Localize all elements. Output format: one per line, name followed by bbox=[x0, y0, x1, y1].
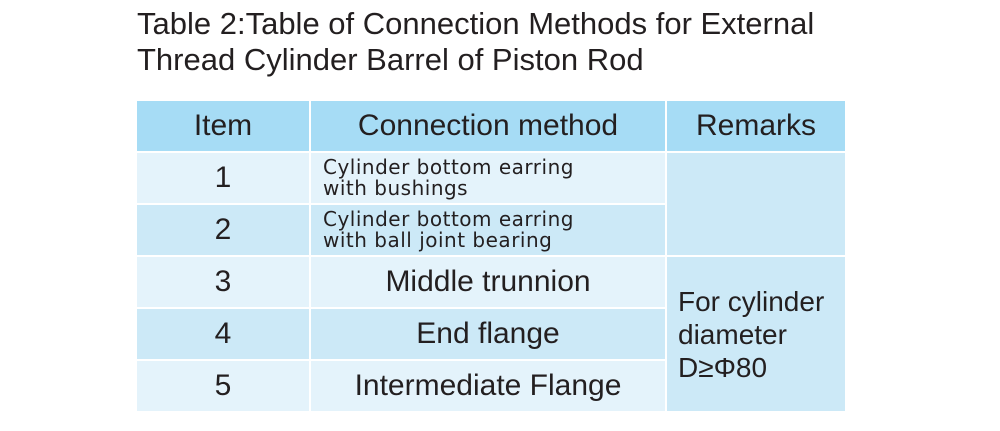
connection-method-cell: End flange bbox=[311, 309, 665, 359]
item-number: 3 bbox=[137, 257, 309, 307]
table-row: 3 Middle trunnion For cylinder diameter … bbox=[137, 257, 845, 411]
connection-method-cell: Intermediate Flange bbox=[311, 361, 665, 411]
header-connection-method: Connection method bbox=[311, 101, 665, 151]
connection-method-cell: Cylinder bottom earring with ball joint … bbox=[311, 205, 665, 255]
remarks-cell-empty bbox=[667, 153, 845, 255]
connection-method-cell: Cylinder bottom earring with bushings bbox=[311, 153, 665, 203]
remarks-line-2: diameter bbox=[678, 318, 787, 350]
remarks-line-1: For cylinder bbox=[678, 285, 825, 317]
item-number: 2 bbox=[137, 205, 309, 255]
table-caption-line-1: Table 2:Table of Connection Methods for … bbox=[137, 6, 815, 41]
table-row: 5 Intermediate Flange bbox=[137, 361, 845, 411]
table-header-row: Item Connection method Remarks bbox=[137, 101, 845, 151]
item-number: 4 bbox=[137, 309, 309, 359]
table-row: 1 Cylinder bottom earring with bushings bbox=[137, 153, 845, 255]
header-item: Item bbox=[137, 101, 309, 151]
remarks-cell: For cylinder diameter D≥Φ80 bbox=[667, 257, 845, 411]
item-number: 5 bbox=[137, 361, 309, 411]
connection-method-line-2: with bushings bbox=[323, 176, 469, 200]
connection-method-cell: Middle trunnion bbox=[311, 257, 665, 307]
header-remarks: Remarks bbox=[667, 101, 845, 151]
table-row: 4 End flange bbox=[137, 309, 845, 359]
remarks-line-3: D≥Φ80 bbox=[678, 351, 768, 383]
connection-method-line-1: Cylinder bottom earring bbox=[323, 207, 574, 231]
connection-methods-table: Item Connection method Remarks 1 Cylinde… bbox=[135, 99, 847, 413]
table-row: 2 Cylinder bottom earring with ball join… bbox=[137, 205, 845, 255]
table-caption: Table 2:Table of Connection Methods for … bbox=[137, 6, 897, 78]
table-caption-line-2: Thread Cylinder Barrel of Piston Rod bbox=[137, 42, 644, 77]
connection-method-line-1: Cylinder bottom earring bbox=[323, 155, 574, 179]
connection-method-line-2: with ball joint bearing bbox=[323, 228, 553, 252]
item-number: 1 bbox=[137, 153, 309, 203]
